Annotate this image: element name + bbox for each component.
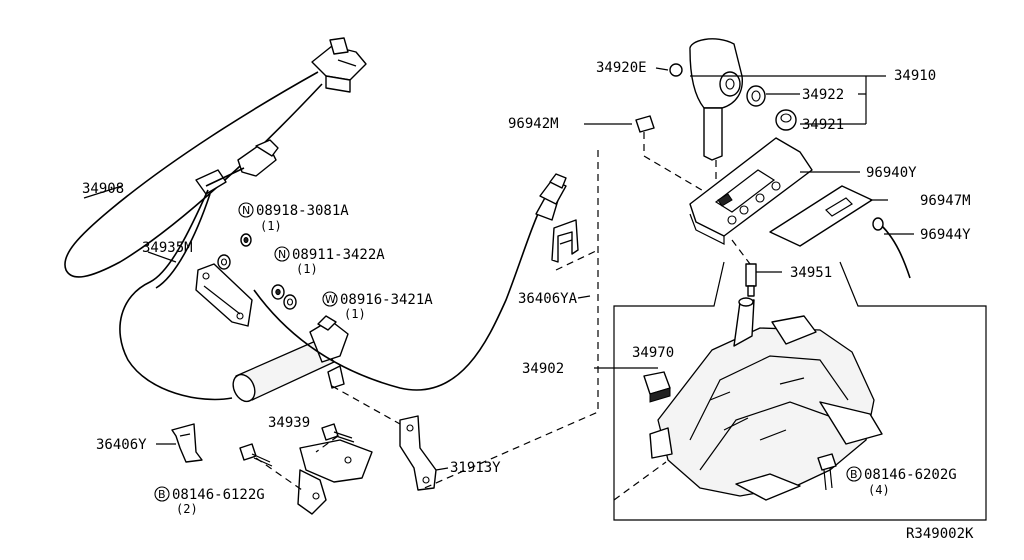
shift-knob-34910 [689,38,743,161]
cable-bracket-plate [195,263,253,327]
leader-31913Y [435,467,449,471]
nut-08918-3081A [240,233,252,247]
part-34921 [775,109,797,131]
dash-bolt-34939 [315,435,339,453]
part-34920E [669,63,683,77]
bracket-31913Y [399,415,437,491]
label-36406Y: 36406Y [96,437,147,453]
label-34908: 34908 [82,181,124,197]
dash-cable-to-shifter [419,150,599,491]
leader-34920E [655,67,669,71]
label-36406YA: 36406YA [518,291,578,307]
label-08146-6202G-qty: (4) [868,483,890,497]
leader-34910 [690,75,886,125]
bracket-34939 [297,439,373,515]
cable-end-upper [195,139,279,195]
marker-n-08918-text: N [242,204,250,217]
label-34922: 34922 [802,87,844,103]
dash-31913Y [331,385,401,425]
nut-08911-3422A [271,284,285,300]
label-08918-qty: (1) [260,219,282,233]
label-34921: 34921 [802,117,844,133]
label-08911-3422A: 08911-3422A [292,247,385,263]
shift-cable-34935M [119,189,233,401]
leader-36406YA [577,295,591,299]
shift-cable-long [253,199,545,391]
part-34922 [746,85,766,107]
connector-34908 [311,37,367,93]
label-34910: 34910 [894,68,936,84]
marker-w-08916-text: W [325,293,336,306]
marker-b-6122: B [154,486,170,502]
label-34935M: 34935M [142,240,193,256]
harness-wire-34908 [64,71,323,278]
block-34970 [643,371,671,403]
shifter-box [613,261,987,521]
gate-plate-96940Y [689,137,813,245]
pin-34951 [745,263,757,297]
label-96947M: 96947M [920,193,971,209]
label-96944Y: 96944Y [920,227,971,243]
clip-36406Y [171,423,203,463]
bolt-08146-6202G [817,453,837,491]
cable-end-shifter [535,173,567,221]
label-34920E: 34920E [596,60,647,76]
label-08146-6202G: 08146-6202G [864,467,957,483]
marker-b-6122-text: B [158,488,166,501]
marker-b-6202-text: B [850,468,858,481]
part-96942M [635,115,655,133]
label-08146-6122G: 08146-6122G [172,487,265,503]
shifter-base-34902 [649,297,883,501]
leader-34908 [83,185,123,199]
label-08916-3421A: 08916-3421A [340,292,433,308]
label-08146-6122G-qty: (2) [176,502,198,516]
label-34939: 34939 [268,415,310,431]
label-31913Y: 31913Y [450,460,501,476]
bulb-96944Y [872,217,911,279]
dash-base [613,461,667,501]
leader-34935M [147,251,177,263]
dash-bolt-6122 [255,457,303,491]
reference-code: R349002K [906,526,974,542]
dash-36406YA [555,249,599,271]
marker-w-08916: W [322,291,338,307]
dash-34951 [731,239,751,265]
marker-n-08911-text: N [278,248,286,261]
marker-n-08911: N [274,246,290,262]
washer-08916-3421A [283,294,297,310]
label-34970: 34970 [632,345,674,361]
marker-n-08918: N [238,202,254,218]
label-34902: 34902 [522,361,564,377]
clip-36406YA [551,219,579,263]
label-08911-qty: (1) [296,262,318,276]
label-96940Y: 96940Y [866,165,917,181]
washer-08918 [217,254,231,270]
dash-96942M [643,132,713,197]
cable-adjuster [232,315,349,403]
bolt-08146-6122G [239,443,273,467]
bolt-upper-34939 [321,423,355,443]
marker-b-6202: B [846,466,862,482]
label-08916-qty: (1) [344,307,366,321]
label-08918-3081A: 08918-3081A [256,203,349,219]
label-96942M: 96942M [508,116,559,132]
label-34951: 34951 [790,265,832,281]
cover-96947M [769,185,873,247]
